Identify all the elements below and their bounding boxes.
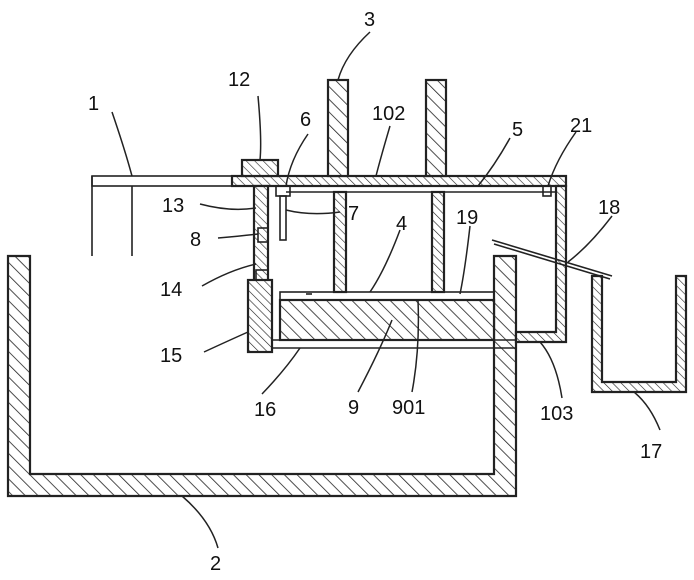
label-2: 2: [210, 553, 221, 575]
label-4: 4: [396, 213, 407, 235]
label-9: 9: [348, 397, 359, 419]
label-19: 19: [456, 207, 478, 229]
tank-2: [6, 254, 518, 498]
label-1: 1: [88, 93, 99, 115]
label-5: 5: [512, 119, 523, 141]
column-3-left: [326, 78, 350, 178]
part-labels: 1 12 3 102 6 5 21 13 7 8 4 19 18 14 15 1…: [88, 9, 662, 575]
chute-18: [491, 239, 613, 280]
block-12: [240, 158, 280, 178]
label-7: 7: [348, 203, 359, 225]
block-9: [278, 298, 496, 342]
label-901: 901: [392, 397, 425, 419]
label-8: 8: [190, 229, 201, 251]
plate-19: [279, 291, 495, 301]
enclosure-103: [514, 184, 568, 344]
label-14: 14: [160, 279, 182, 301]
rod-4-left: [332, 190, 348, 294]
label-13: 13: [162, 195, 184, 217]
slide-rail-5: [286, 185, 556, 193]
block-21: [542, 185, 552, 197]
part-8: [257, 227, 269, 243]
label-6: 6: [300, 109, 311, 131]
box-17: [590, 274, 688, 394]
block-15: [246, 278, 274, 354]
part-6: [275, 185, 291, 241]
label-103: 103: [540, 403, 573, 425]
rail-16: [272, 339, 516, 349]
label-102: 102: [372, 103, 405, 125]
label-21: 21: [570, 115, 592, 137]
label-15: 15: [160, 345, 182, 367]
label-17: 17: [640, 441, 662, 463]
column-3-right: [424, 78, 448, 178]
label-3: 3: [364, 9, 375, 31]
rod-4-right: [430, 190, 446, 294]
label-18: 18: [598, 197, 620, 219]
label-12: 12: [228, 69, 250, 91]
top-plate-102: [230, 174, 568, 188]
label-16: 16: [254, 399, 276, 421]
leader-lines: [111, 31, 661, 549]
